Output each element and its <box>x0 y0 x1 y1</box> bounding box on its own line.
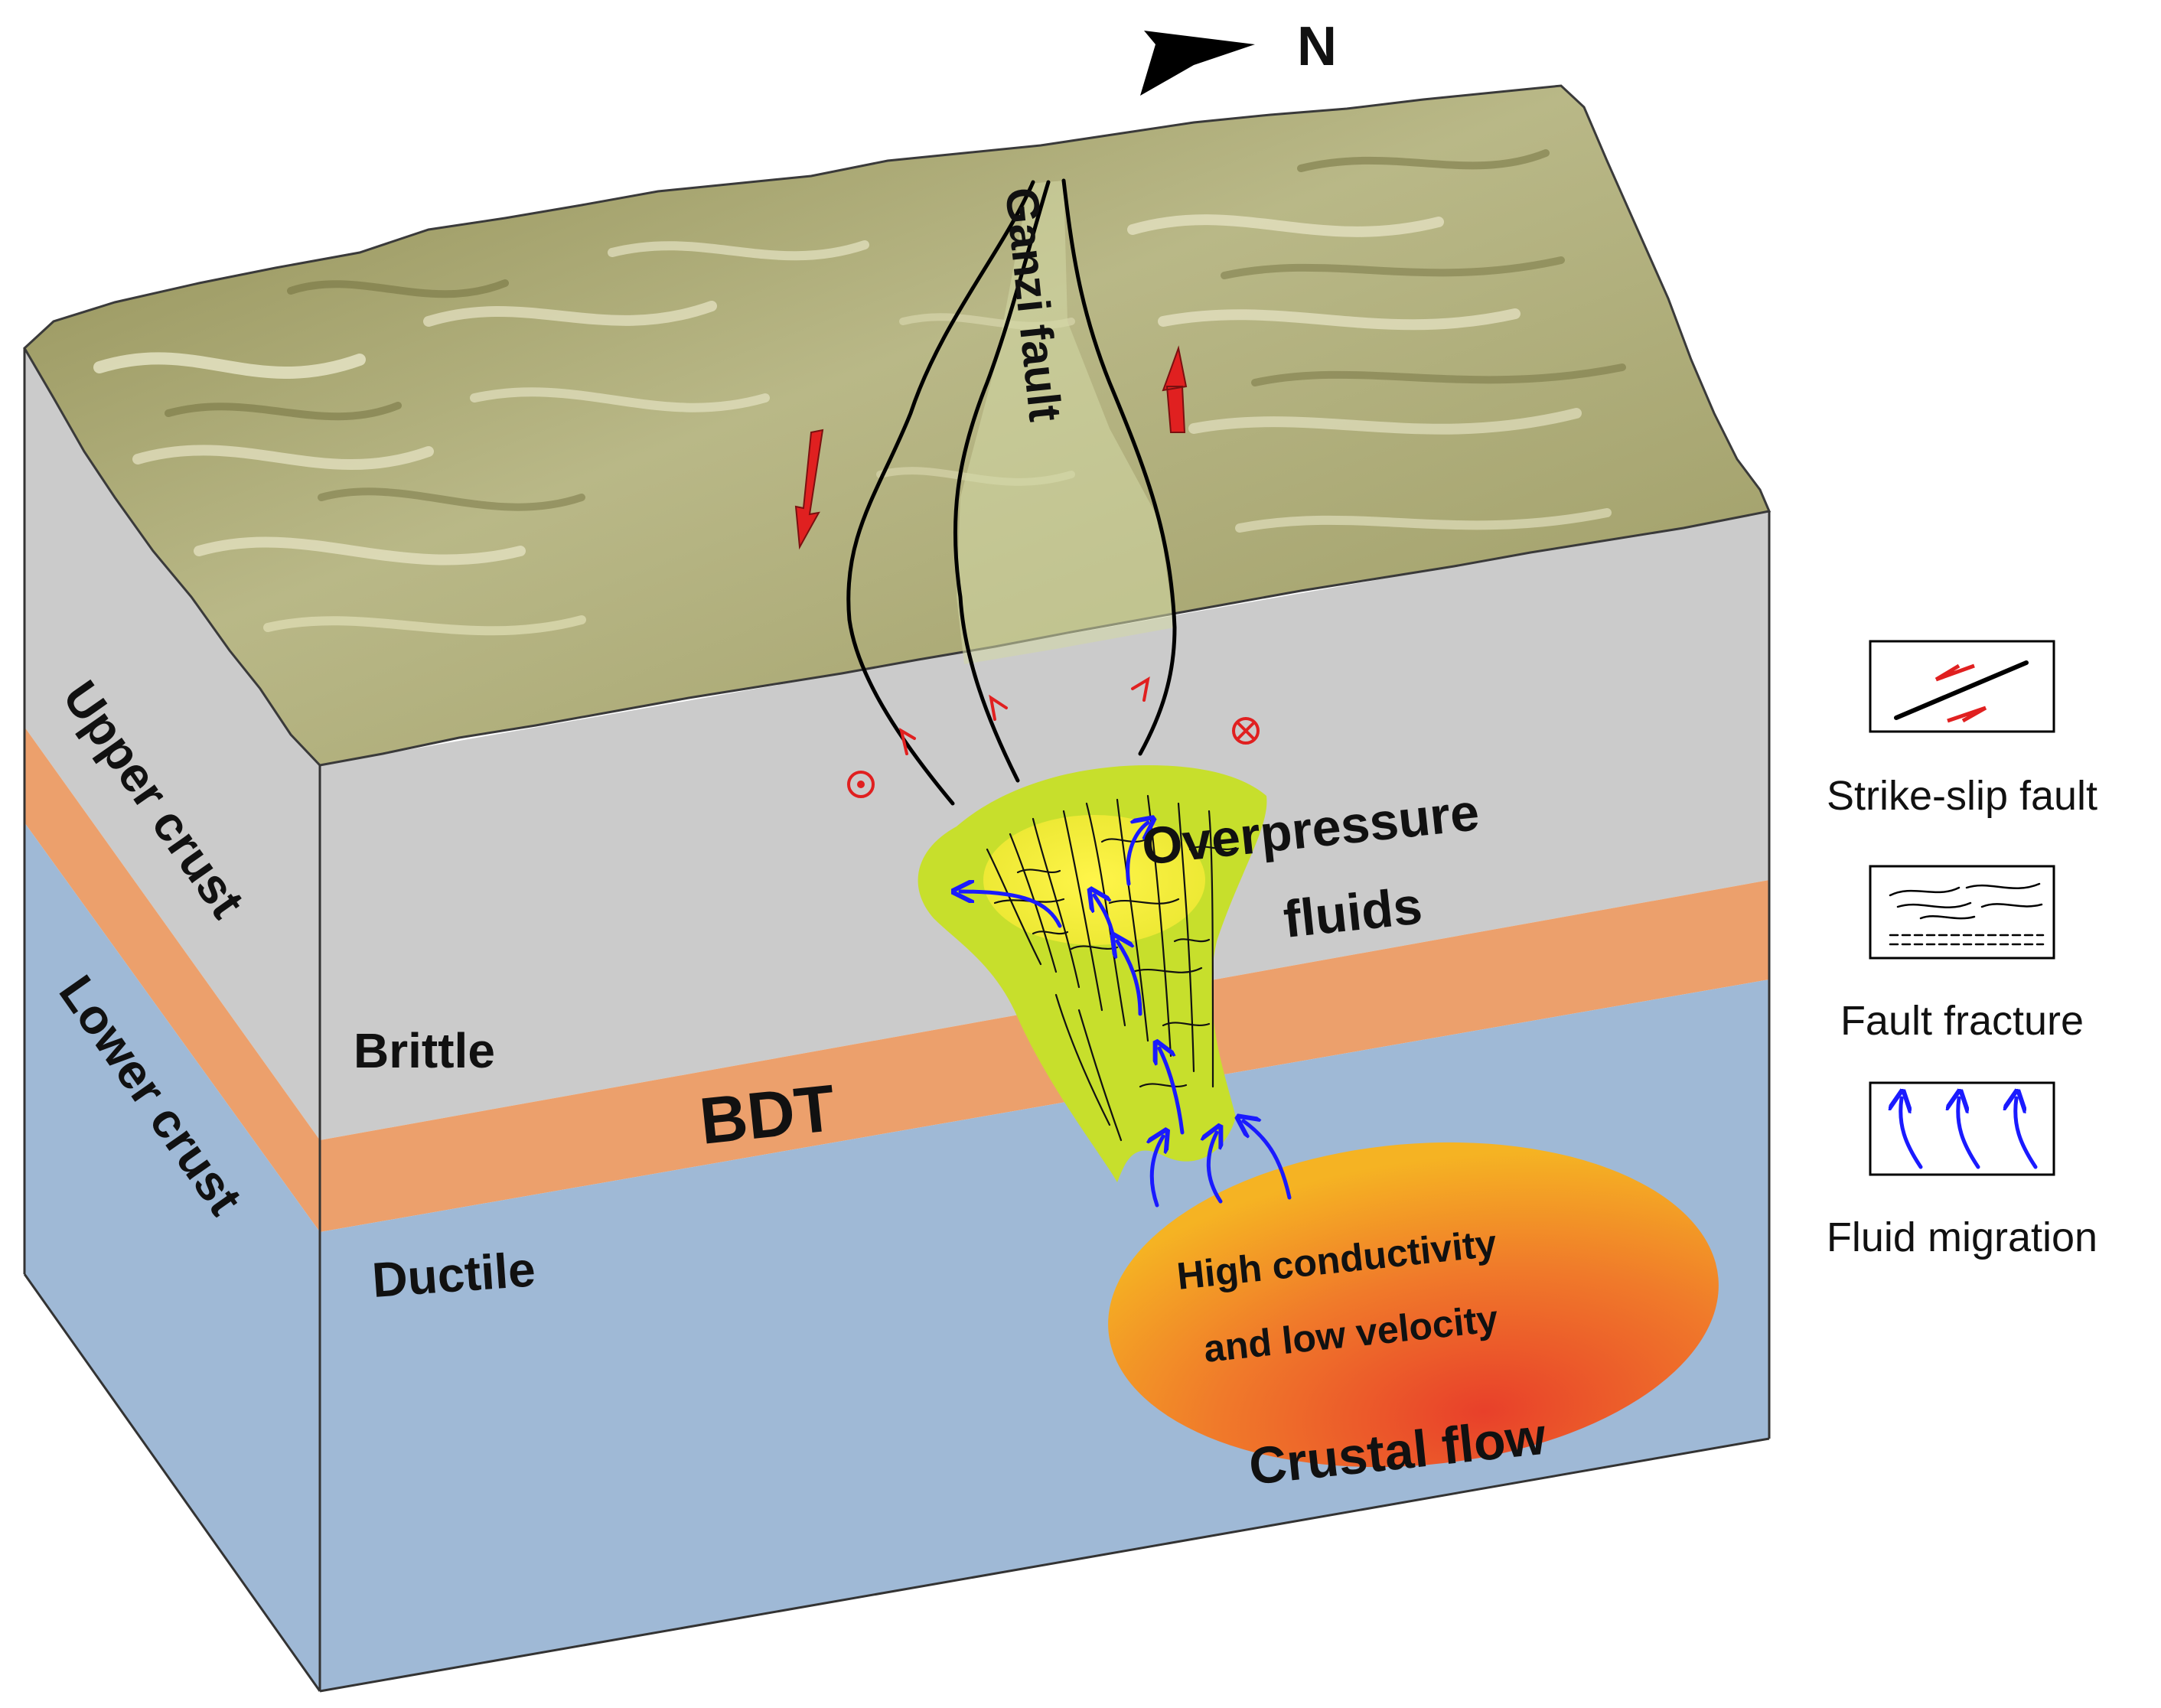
overpressure-label-line2: fluids <box>1281 876 1425 949</box>
legend-item-strike-slip: Strike-slip fault <box>1827 640 2097 819</box>
terrain-top <box>23 84 1771 767</box>
slip-arrow-west-icon <box>794 429 824 550</box>
left-upper-crust <box>24 348 320 1140</box>
terrain-shading <box>93 149 1626 636</box>
legend-label-strike-slip: Strike-slip fault <box>1827 773 2097 819</box>
compass-label: N <box>1297 16 1337 77</box>
fluid-arrow-7-icon <box>960 891 1062 928</box>
legend-item-fluid-migration: Fluid migration <box>1827 1081 2097 1260</box>
out-of-page-symbol-icon <box>847 771 875 798</box>
strike-slip-fault-icon <box>1894 660 2029 723</box>
fault-fracture-icon <box>1889 882 2045 946</box>
fault-traces <box>846 178 1177 806</box>
north-arrow-icon <box>1140 31 1255 96</box>
section-slip-arrow-2-icon <box>989 694 1008 721</box>
section-slip-arrow-1-icon <box>898 727 916 755</box>
ductile-label: Ductile <box>370 1241 537 1308</box>
legend: Strike-slip fault Fault fracture F <box>1827 640 2097 1260</box>
block-edges <box>23 348 1771 1693</box>
fault-zone-surface <box>957 181 1175 664</box>
bdt-label: BDT <box>696 1071 839 1159</box>
fluid-arrow-3-icon <box>1243 1121 1292 1200</box>
legend-label-fluid-migration: Fluid migration <box>1827 1214 2097 1260</box>
section-slip-arrow-3-icon <box>1131 676 1150 702</box>
fluid-migration-arrows <box>960 823 1292 1208</box>
surface-slip-arrows <box>794 345 1188 550</box>
fault-trace-east <box>1061 178 1177 756</box>
fracture-hatching <box>986 794 1237 1142</box>
section-slip-markers <box>898 676 1150 755</box>
fluid-arrow-8-icon <box>1126 823 1148 886</box>
slip-arrow-east-icon <box>1162 345 1188 433</box>
legend-item-fault-fracture: Fault fracture <box>1840 865 2084 1044</box>
fluid-migration-icon <box>1901 1098 2038 1169</box>
fluid-arrow-1-icon <box>1152 1136 1163 1208</box>
left-bdt-band <box>24 727 320 1232</box>
fluid-arrow-5-icon <box>1117 941 1142 1016</box>
fluid-arrow-2-icon <box>1208 1133 1221 1204</box>
fluid-arrow-4-icon <box>1159 1048 1185 1135</box>
fault-trace-central <box>953 180 1051 783</box>
fault-trace-west <box>846 180 1035 806</box>
legend-label-fault-fracture: Fault fracture <box>1840 998 2084 1044</box>
left-lower-crust <box>24 823 320 1691</box>
into-page-symbol-icon <box>1232 717 1260 745</box>
fluid-arrow-6-icon <box>1094 895 1116 940</box>
left-face <box>24 348 320 1691</box>
terrain-surface <box>23 84 1771 767</box>
anomaly-body <box>1108 1142 1719 1468</box>
brittle-label: Brittle <box>354 1023 495 1078</box>
